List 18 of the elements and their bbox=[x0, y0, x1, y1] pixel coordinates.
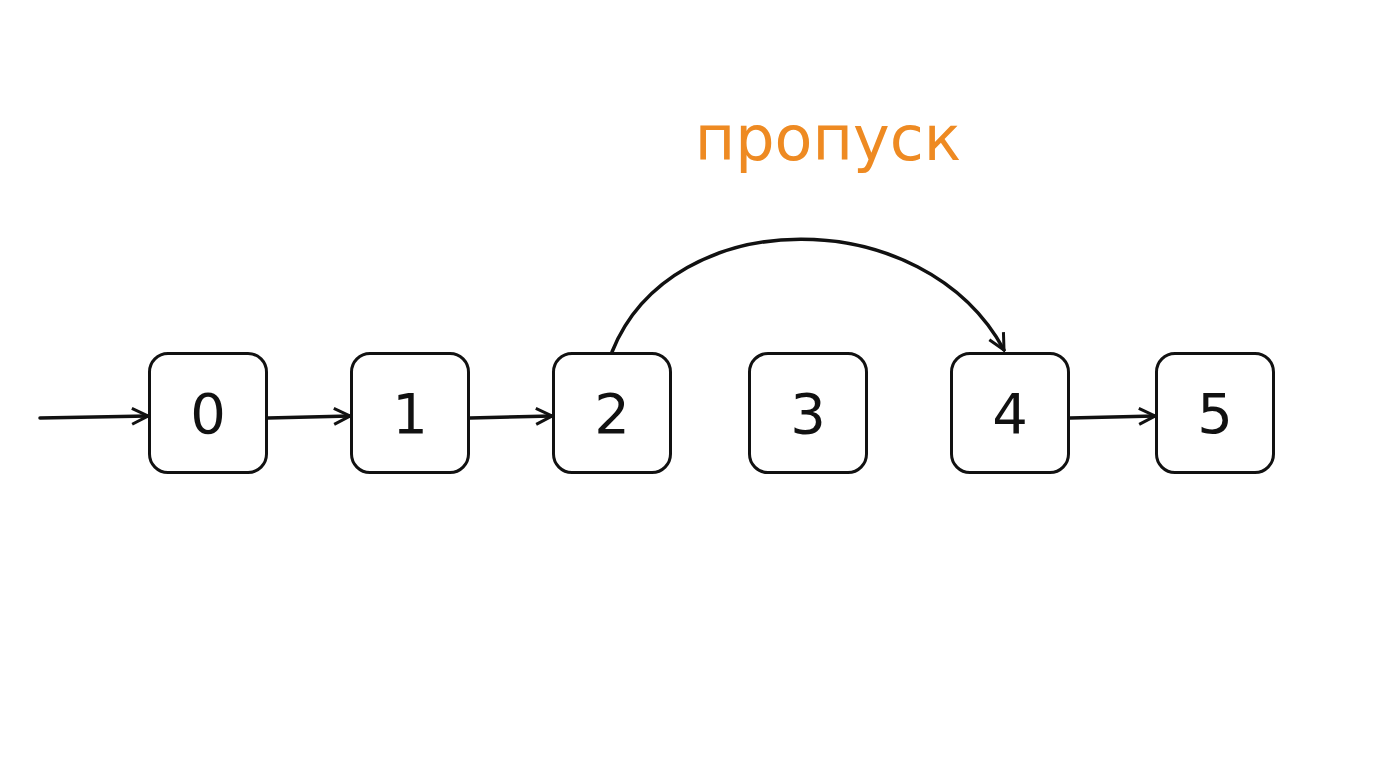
digit-box bbox=[950, 352, 1070, 474]
digit-box bbox=[552, 352, 672, 474]
edge-label: пропуск bbox=[694, 102, 962, 175]
digit-box bbox=[748, 352, 868, 474]
digit-label: 4 bbox=[992, 380, 1028, 446]
digit-box bbox=[148, 352, 268, 474]
digit-box bbox=[350, 352, 470, 474]
digit-label: 0 bbox=[190, 380, 226, 446]
arrow bbox=[38, 406, 150, 426]
arrow bbox=[468, 406, 554, 426]
digit-box bbox=[1155, 352, 1275, 474]
digit-label: 2 bbox=[594, 380, 630, 446]
arrow bbox=[266, 406, 352, 426]
curved-arrow bbox=[610, 237, 1006, 354]
arrow bbox=[1068, 406, 1157, 426]
digit-label: 5 bbox=[1197, 380, 1233, 446]
digit-label: 3 bbox=[790, 380, 826, 446]
digit-label: 1 bbox=[392, 380, 428, 446]
